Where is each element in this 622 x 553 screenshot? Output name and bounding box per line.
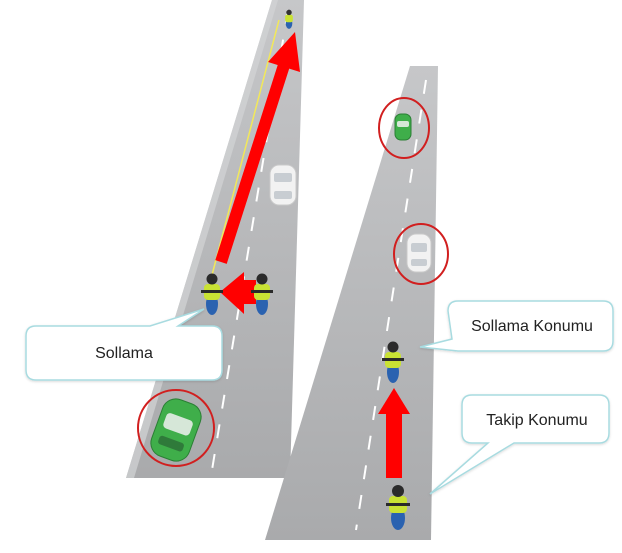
car-icon	[406, 233, 432, 273]
callout-takip-konumu: Takip Konumu	[429, 394, 610, 495]
overtake-arrow	[215, 32, 300, 264]
motorcycle-icon	[201, 273, 223, 315]
car-icon	[394, 113, 412, 141]
car-icon	[150, 398, 202, 462]
follow-to-overtake-arrow	[378, 388, 410, 478]
car-icon	[269, 164, 297, 206]
left-road-yellow-line	[211, 19, 280, 276]
motorcycle-icon	[382, 341, 404, 383]
motorcycle-icon	[285, 9, 293, 29]
motorcycle-icon	[251, 273, 273, 315]
motorcycle-icon	[386, 485, 410, 530]
callout-sollama: Sollama	[25, 308, 223, 381]
highlight-circle	[393, 223, 449, 285]
callout-sollama-text: Sollama	[95, 345, 153, 362]
callout-sollama-konumu-text: Sollama Konumu	[471, 318, 593, 335]
lane-change-arrow	[220, 272, 256, 314]
highlight-circle	[137, 389, 215, 467]
callout-sollama-konumu: Sollama Konumu	[419, 300, 614, 352]
highlight-circle	[378, 97, 430, 159]
callout-takip-konumu-text: Takip Konumu	[486, 412, 587, 429]
